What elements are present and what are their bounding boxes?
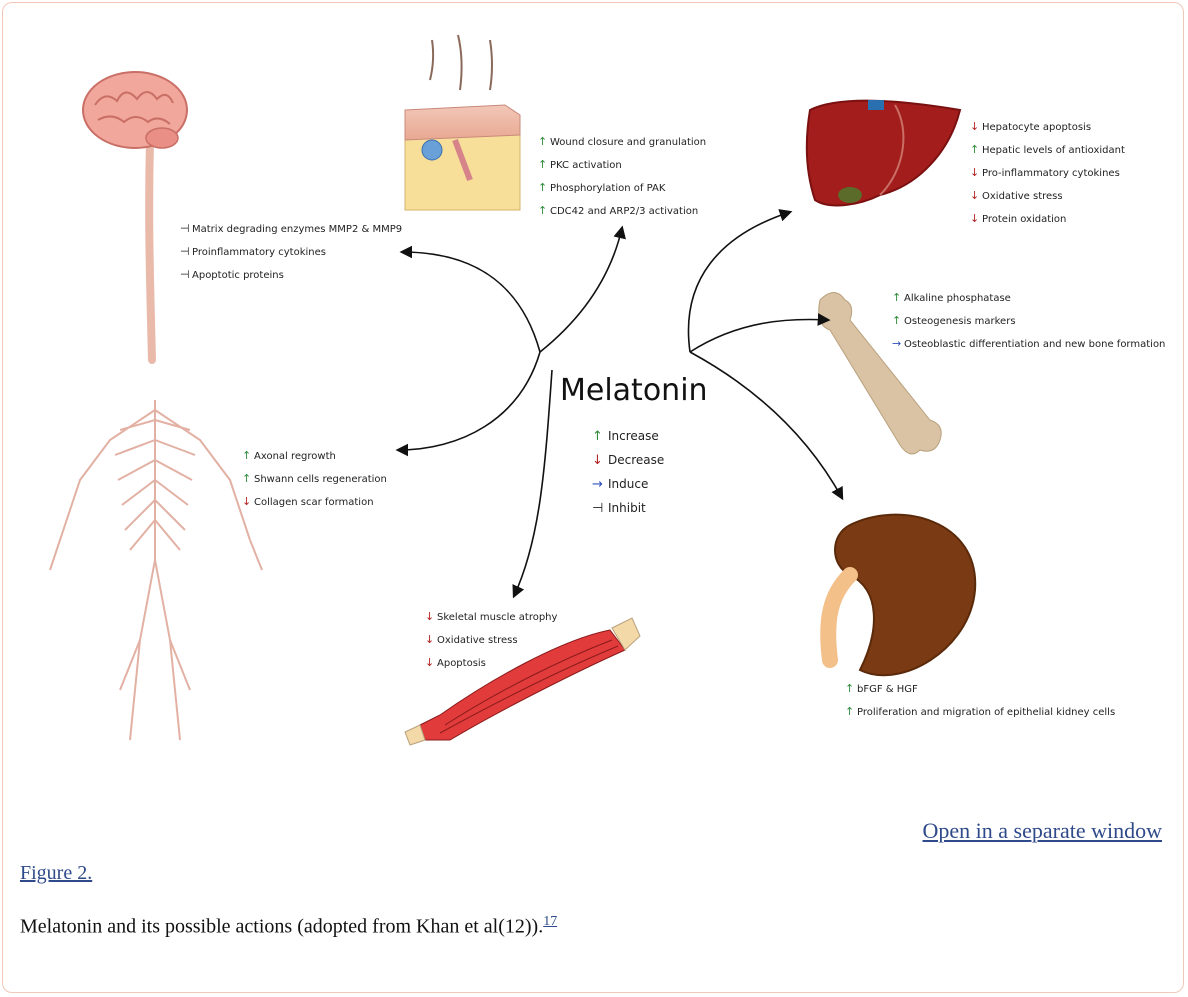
skin-item-symbol: ↑ — [538, 181, 547, 194]
liver-item-label: Protein oxidation — [982, 214, 1066, 225]
legend: ↑ Increase ↓ Decrease → Induce ⊣ Inhibit — [592, 429, 664, 516]
skin-item-label: Wound closure and granulation — [550, 137, 706, 148]
liver-item-label: Hepatic levels of antioxidant — [982, 145, 1125, 156]
nerves-item-symbol: ↑ — [242, 449, 251, 462]
arrow-to-liver — [688, 212, 790, 352]
nerves-item-symbol: ↑ — [242, 472, 251, 485]
arrow-to-nerves — [398, 352, 540, 450]
bone-item-label: Osteogenesis markers — [904, 316, 1016, 327]
arrow-to-muscle — [514, 370, 552, 596]
nerves-item-label: Collagen scar formation — [254, 497, 374, 508]
brain-item-symbol: ⊣ — [180, 222, 190, 235]
kidney-item-label: Proliferation and migration of epithelia… — [857, 707, 1115, 718]
legend-symbol: ⊣ — [592, 501, 603, 516]
arrow-to-skin — [540, 228, 622, 352]
effect-labels: ⊣Matrix degrading enzymes MMP2 & MMP9⊣Pr… — [180, 120, 1165, 718]
muscle-item-symbol: ↓ — [425, 656, 434, 669]
bone-item-symbol: ↑ — [892, 291, 901, 304]
liver-item-label: Hepatocyte apoptosis — [982, 122, 1091, 133]
muscle-item-symbol: ↓ — [425, 610, 434, 623]
melatonin-title: Melatonin — [560, 373, 708, 408]
skin-item-symbol: ↑ — [538, 158, 547, 171]
liver-item-symbol: ↓ — [970, 212, 979, 225]
skin-item-label: CDC42 and ARP2/3 activation — [550, 206, 698, 217]
arrow-to-brain — [402, 252, 540, 352]
kidney-item-symbol: ↑ — [845, 705, 854, 718]
skin-item-label: Phosphorylation of PAK — [550, 183, 666, 194]
liver-illustration — [807, 100, 960, 205]
kidney-item-label: bFGF & HGF — [857, 684, 918, 695]
brain-item-label: Matrix degrading enzymes MMP2 & MMP9 — [192, 224, 402, 235]
nerves-item-label: Shwann cells regeneration — [254, 474, 387, 485]
kidney-illustration — [828, 515, 975, 676]
brain-item-label: Proinflammatory cytokines — [192, 247, 326, 258]
liver-item-symbol: ↓ — [970, 120, 979, 133]
brain-item-label: Apoptotic proteins — [192, 270, 284, 281]
arrow-to-bone — [690, 319, 828, 352]
muscle-item-symbol: ↓ — [425, 633, 434, 646]
brain-item-symbol: ⊣ — [180, 268, 190, 281]
nerves-item-symbol: ↓ — [242, 495, 251, 508]
nerves-item-label: Axonal regrowth — [254, 451, 336, 462]
melatonin-diagram: Melatonin ↑ Increase ↓ Decrease → Induce ⊣ Inhi… — [0, 0, 1188, 800]
skin-item-symbol: ↑ — [538, 204, 547, 217]
arrow-to-kidney — [690, 352, 842, 498]
bone-item-label: Alkaline phosphatase — [904, 293, 1011, 304]
brain-item-symbol: ⊣ — [180, 245, 190, 258]
legend-label: Increase — [608, 429, 659, 443]
muscle-item-label: Oxidative stress — [437, 635, 518, 646]
legend-label: Induce — [608, 477, 648, 491]
bone-item-symbol: → — [892, 337, 901, 350]
legend-label: Inhibit — [608, 501, 646, 515]
muscle-item-label: Skeletal muscle atrophy — [437, 612, 558, 623]
liver-item-label: Oxidative stress — [982, 191, 1063, 202]
liver-item-label: Pro-inflammatory cytokines — [982, 168, 1120, 179]
bone-item-label: Osteoblastic differentiation and new bon… — [904, 339, 1165, 350]
figure-label-link[interactable]: Figure 2. — [20, 862, 92, 885]
brain-spinal-cord-illustration — [83, 72, 187, 360]
kidney-item-symbol: ↑ — [845, 682, 854, 695]
skin-item-label: PKC activation — [550, 160, 622, 171]
nervous-system-illustration — [50, 400, 262, 740]
muscle-item-label: Apoptosis — [437, 658, 486, 669]
liver-item-symbol: ↑ — [970, 143, 979, 156]
legend-symbol: → — [592, 477, 603, 492]
skin-illustration — [405, 35, 520, 210]
legend-symbol: ↑ — [592, 429, 603, 444]
liver-item-symbol: ↓ — [970, 189, 979, 202]
bone-item-symbol: ↑ — [892, 314, 901, 327]
legend-label: Decrease — [608, 453, 664, 467]
open-in-window-link[interactable]: Open in a separate window — [923, 818, 1162, 844]
legend-symbol: ↓ — [592, 453, 603, 468]
liver-item-symbol: ↓ — [970, 166, 979, 179]
skin-item-symbol: ↑ — [538, 135, 547, 148]
